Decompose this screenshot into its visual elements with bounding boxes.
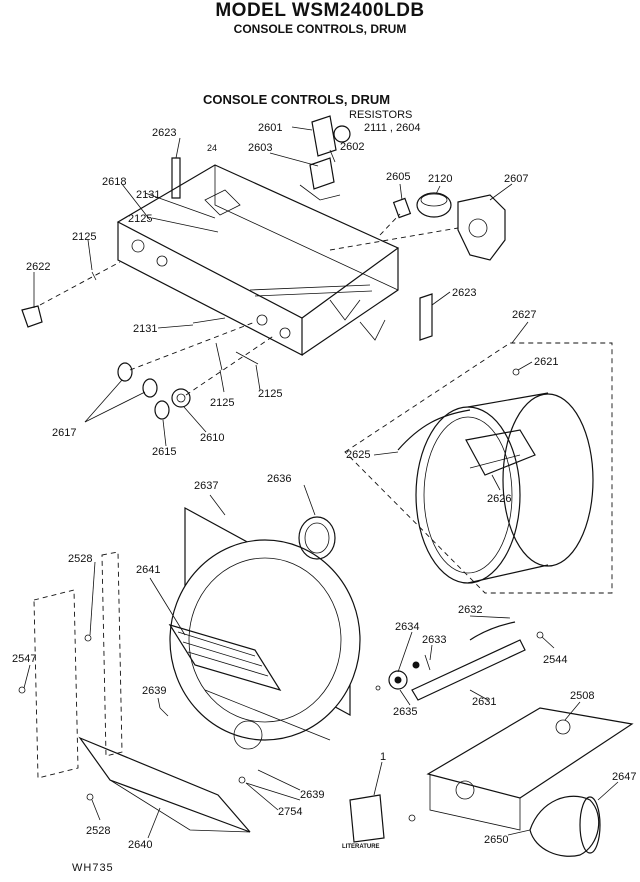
- callout: 2623: [152, 127, 176, 139]
- bracket-2623-right: [419, 293, 433, 341]
- screws-lower: [159, 707, 301, 801]
- side-panel: [18, 551, 123, 779]
- callout: 2610: [200, 432, 224, 444]
- callout: 2111 , 2604: [364, 122, 420, 134]
- callout: 2131: [136, 189, 160, 201]
- callout: 2632: [458, 604, 482, 616]
- timer-assembly: [329, 192, 506, 261]
- bracket-2623-left: [171, 157, 181, 199]
- callout: 2120: [428, 173, 452, 185]
- callout: 2634: [395, 621, 419, 633]
- callout: 2626: [487, 493, 511, 505]
- callout: 2639: [142, 685, 166, 697]
- callout: 2601: [258, 122, 282, 134]
- callout: 2631: [472, 696, 496, 708]
- console-panel: [116, 164, 400, 356]
- toe-panel: [78, 736, 251, 833]
- page-subtitle: CONSOLE CONTROLS, DRUM: [233, 22, 407, 36]
- callout: 2544: [543, 654, 567, 666]
- callout: 2547: [12, 653, 36, 665]
- callout: 2650: [484, 834, 508, 846]
- callout: 2125: [258, 388, 282, 400]
- control-knobs: [39, 261, 276, 420]
- callout: 2125: [72, 231, 96, 243]
- callout: 2615: [152, 446, 176, 458]
- callout: 2637: [194, 480, 218, 492]
- callout: 2647: [612, 771, 636, 783]
- callout: 2641: [136, 564, 160, 576]
- callout: 2623: [452, 287, 476, 299]
- callout: 2640: [128, 839, 152, 851]
- callout: 2625: [346, 449, 370, 461]
- callout: 2621: [534, 356, 558, 368]
- callout: 2639: [300, 789, 324, 801]
- resistor-switch-group: [299, 115, 351, 201]
- callout: 2603: [248, 142, 272, 154]
- callout: 2636: [267, 473, 291, 485]
- callout: 2602: [340, 141, 364, 153]
- callout: 2617: [52, 427, 76, 439]
- callout: 2508: [570, 690, 594, 702]
- literature-booklet: [349, 761, 385, 843]
- callout: 2125: [128, 213, 152, 225]
- callout: 2605: [386, 171, 410, 183]
- knob-2622: [21, 272, 43, 328]
- callout: RESISTORS: [349, 109, 412, 121]
- callout: 2754: [278, 806, 302, 818]
- drum: [344, 342, 613, 594]
- leader-lines: [23, 126, 619, 839]
- callout: 2607: [504, 173, 528, 185]
- idler-assembly: [375, 621, 544, 701]
- callout: 2622: [26, 261, 50, 273]
- literature-label: LITERATURE: [342, 844, 380, 850]
- section-title: CONSOLE CONTROLS, DRUM: [203, 92, 391, 107]
- callout: 2627: [512, 309, 536, 321]
- footer-code: WH735: [72, 862, 114, 874]
- callout: 1: [380, 751, 386, 763]
- callout: 2618: [102, 176, 126, 188]
- callout: 2125: [210, 397, 234, 409]
- screws-console: [91, 271, 259, 371]
- callout: 24: [207, 143, 217, 153]
- page-title: MODEL WSM2400LDB: [215, 0, 425, 21]
- front-bulkhead: [168, 506, 361, 750]
- callout: 2528: [86, 825, 110, 837]
- callout: 2633: [422, 634, 446, 646]
- callout: 2528: [68, 553, 92, 565]
- callout: 2635: [393, 706, 417, 718]
- heater-duct: [408, 707, 634, 857]
- callout: 2131: [133, 323, 157, 335]
- callout-labels: 2601 RESISTORS 2111 , 2604 2623 24 2603 …: [12, 109, 636, 851]
